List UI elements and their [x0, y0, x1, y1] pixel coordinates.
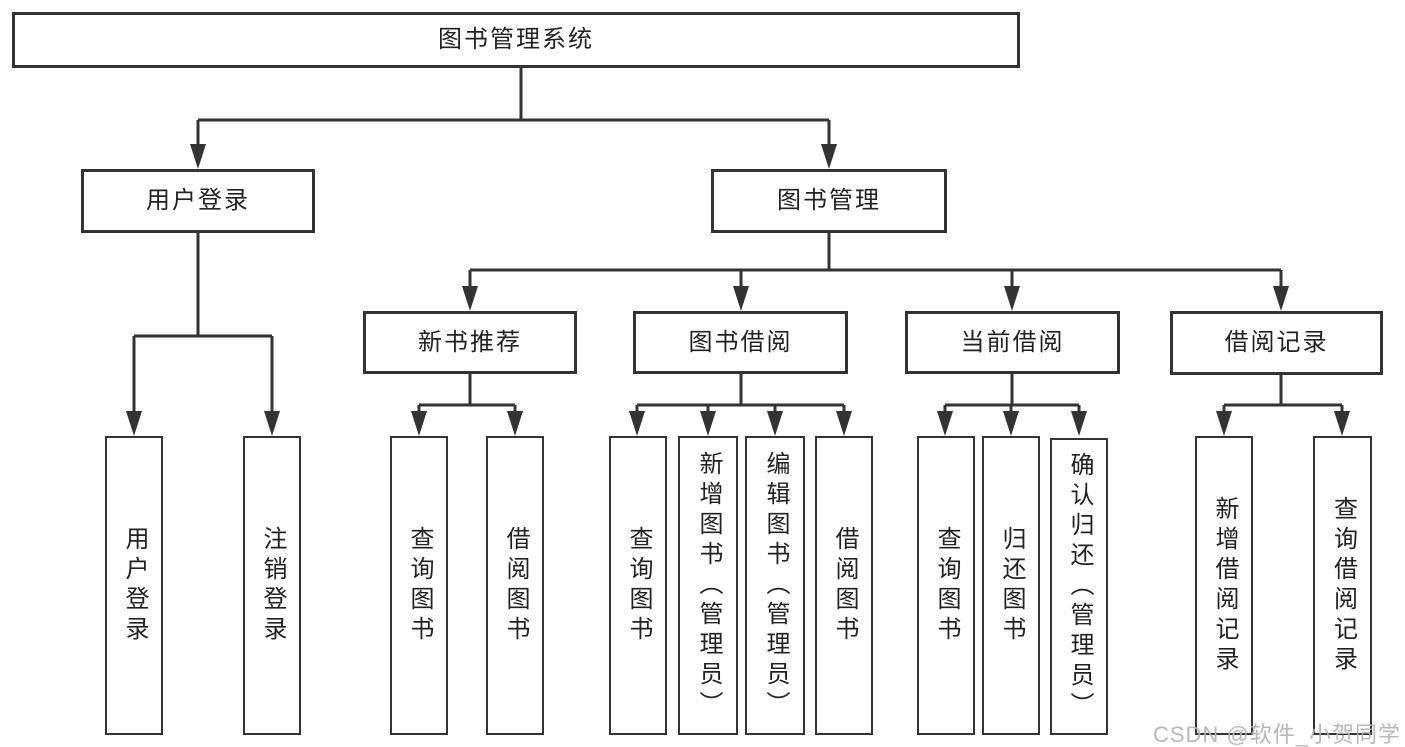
- arrowhead: [821, 144, 837, 169]
- node-cb-confirm-return-admin: 确认归还（管理员）: [1050, 438, 1108, 735]
- node-current-borrowing: 当前借阅: [905, 311, 1120, 374]
- arrowhead: [733, 286, 749, 311]
- node-user-login: 用户登录: [81, 169, 315, 233]
- arrowhead: [190, 144, 206, 169]
- node-nb-borrow-books: 借阅图书: [486, 436, 544, 735]
- node-cb-query-books: 查询图书: [917, 436, 975, 735]
- node-book-management: 图书管理: [711, 169, 947, 233]
- node-logout: 注销登录: [243, 436, 301, 735]
- node-borrow-records: 借阅记录: [1170, 311, 1383, 375]
- arrowhead: [1273, 286, 1289, 311]
- arrowhead: [264, 411, 280, 436]
- arrowhead: [767, 411, 783, 436]
- arrowhead: [507, 411, 523, 436]
- arrowhead: [411, 411, 427, 436]
- arrowhead: [937, 411, 953, 436]
- arrowhead: [836, 411, 852, 436]
- node-login: 用户登录: [105, 436, 163, 735]
- arrowhead: [1334, 411, 1350, 436]
- arrowhead: [1004, 286, 1020, 311]
- arrowhead: [1071, 411, 1087, 436]
- csdn-watermark: CSDN @软件_小贺同学: [1152, 722, 1401, 747]
- arrowhead: [126, 411, 142, 436]
- arrowhead: [462, 286, 478, 311]
- node-bb-add-books-admin: 新增图书（管理员）: [678, 436, 738, 735]
- node-nb-query-books: 查询图书: [390, 436, 448, 735]
- arrowhead: [1216, 411, 1232, 436]
- arrowhead: [1003, 411, 1019, 436]
- node-new-book-recommend: 新书推荐: [363, 311, 577, 374]
- node-book-borrowing: 图书借阅: [633, 311, 848, 374]
- node-br-query-record: 查询借阅记录: [1313, 436, 1372, 735]
- node-library-system: 图书管理系统: [12, 12, 1020, 68]
- node-bb-edit-books-admin: 编辑图书（管理员）: [745, 436, 805, 735]
- node-br-add-record: 新增借阅记录: [1195, 436, 1253, 735]
- node-bb-query-books: 查询图书: [609, 436, 667, 735]
- arrowhead: [700, 411, 716, 436]
- node-bb-borrow-books: 借阅图书: [815, 436, 873, 735]
- arrowhead: [629, 411, 645, 436]
- node-cb-return-books: 归还图书: [982, 436, 1040, 735]
